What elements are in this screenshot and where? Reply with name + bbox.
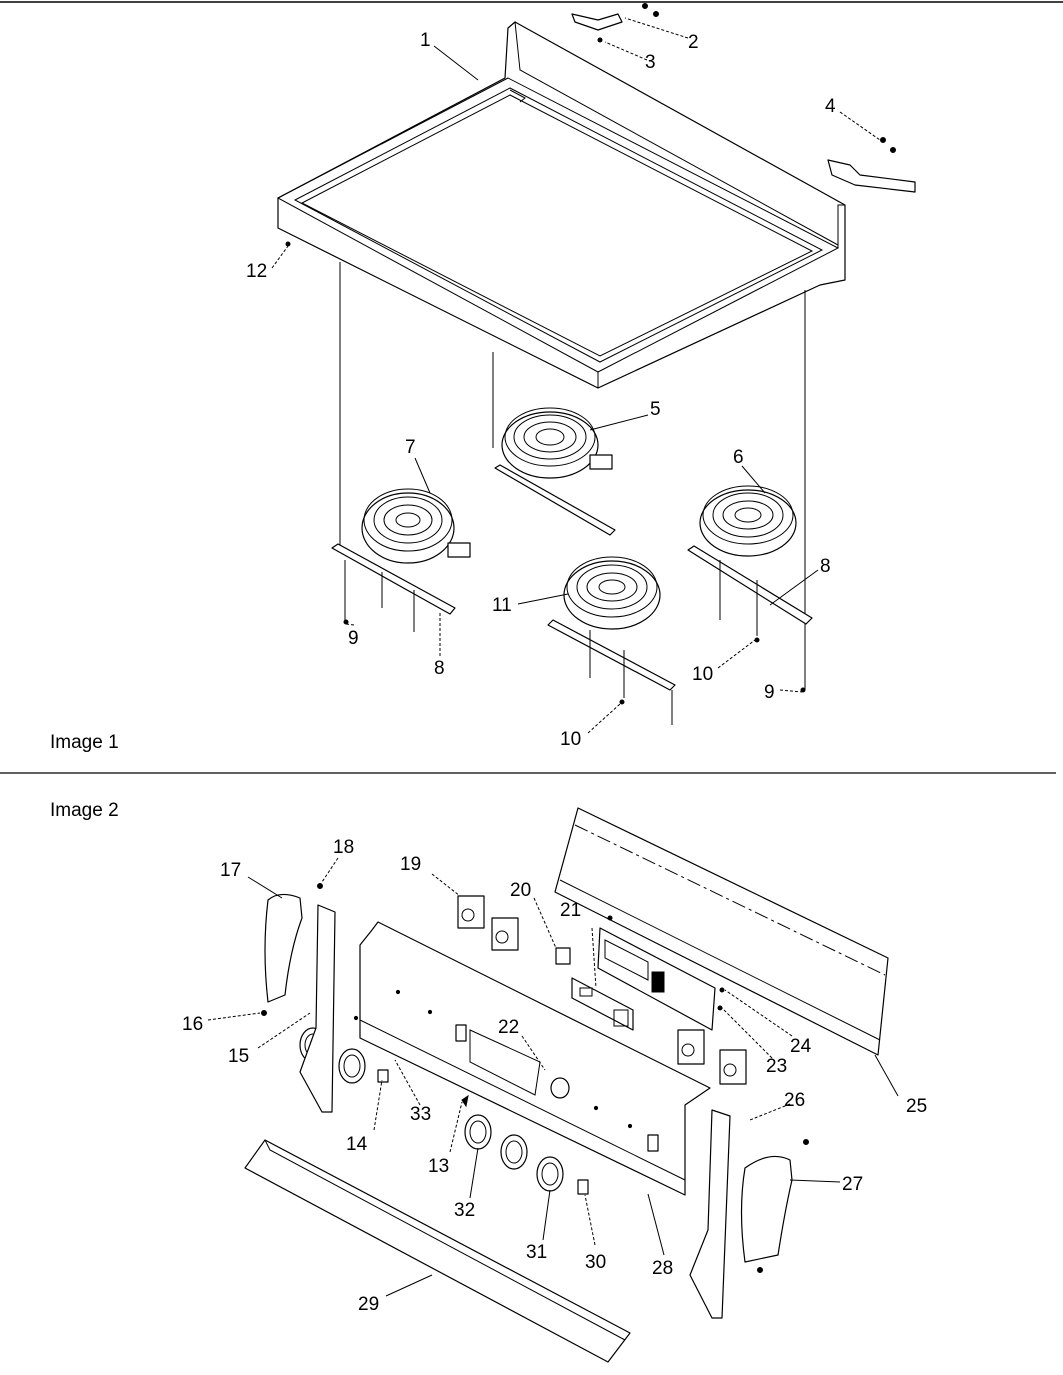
callout-26: 26 <box>784 1090 805 1111</box>
callout-32: 32 <box>454 1200 475 1221</box>
callout-10b: 10 <box>560 729 581 750</box>
callout-1: 1 <box>420 30 431 51</box>
callout-14: 14 <box>346 1134 368 1155</box>
callout-9b: 9 <box>764 682 775 703</box>
callout-13: 13 <box>428 1156 449 1177</box>
callout-7: 7 <box>405 437 416 458</box>
callout-31: 31 <box>526 1242 547 1263</box>
element-6 <box>687 485 813 636</box>
callout-18: 18 <box>333 837 354 858</box>
image-1-assembly: 1 2 3 4 5 6 7 8 8 9 9 10 10 11 12 Image … <box>50 3 916 753</box>
console-panel <box>353 921 711 1196</box>
callout-9a: 9 <box>348 628 359 649</box>
callout-8a: 8 <box>820 556 831 577</box>
hinge-bracket-right <box>827 137 916 193</box>
section-label-image-1: Image 1 <box>50 732 119 753</box>
element-7 <box>331 488 471 632</box>
callout-5: 5 <box>650 399 661 420</box>
callout-28: 28 <box>652 1258 673 1279</box>
element-11 <box>547 556 676 725</box>
callout-6: 6 <box>733 447 744 468</box>
callout-27: 27 <box>842 1174 863 1195</box>
end-cap-left <box>264 893 303 1003</box>
back-panel <box>554 807 889 1056</box>
end-cap-right <box>740 1155 793 1263</box>
switches <box>457 895 747 1085</box>
callout-19: 19 <box>400 854 421 875</box>
element-5 <box>494 407 616 536</box>
callout-23: 23 <box>766 1056 787 1077</box>
lower-trim <box>244 1139 631 1363</box>
cooktop <box>276 20 846 389</box>
callout-33: 33 <box>410 1104 431 1125</box>
hinge-bracket-left <box>571 3 659 43</box>
callout-21: 21 <box>560 900 581 921</box>
end-bracket-right <box>689 1109 731 1319</box>
callout-17: 17 <box>220 860 241 881</box>
callout-10a: 10 <box>692 664 713 685</box>
callout-2: 2 <box>688 32 699 53</box>
callout-29: 29 <box>358 1294 379 1315</box>
callout-30: 30 <box>585 1252 606 1273</box>
callout-8b: 8 <box>434 658 445 679</box>
relay <box>555 947 571 965</box>
callout-25: 25 <box>906 1096 927 1117</box>
image-2-assembly: Image 2 <box>50 800 927 1363</box>
end-bracket-left <box>299 904 336 1113</box>
callout-15: 15 <box>228 1046 249 1067</box>
callout-16: 16 <box>182 1014 203 1035</box>
callout-24: 24 <box>790 1036 812 1057</box>
electronic-clock <box>597 915 725 1031</box>
callout-11: 11 <box>492 595 512 616</box>
callout-3: 3 <box>645 52 656 73</box>
callout-4: 4 <box>825 96 836 117</box>
callout-12: 12 <box>246 261 267 282</box>
touchpad-overlay <box>571 977 634 1031</box>
callout-22: 22 <box>498 1017 519 1038</box>
callout-20: 20 <box>510 880 531 901</box>
section-label-image-2: Image 2 <box>50 800 119 821</box>
